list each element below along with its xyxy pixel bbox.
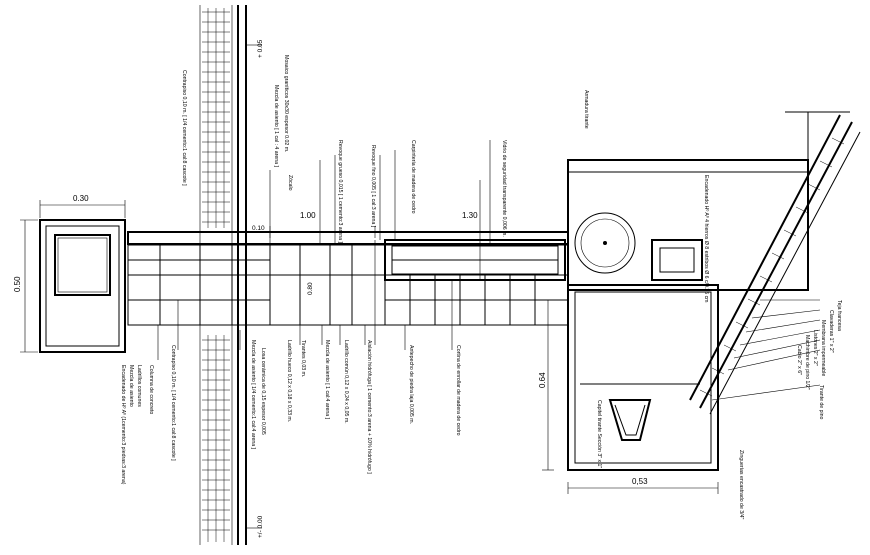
hatched-wall [199, 5, 262, 545]
roof-structure [567, 111, 861, 471]
window-frame [374, 180, 566, 345]
note-teja: Teja francesa [836, 300, 842, 331]
dim-064: 0.64 [538, 372, 547, 388]
note-zinguerias: Zinguerías encastrado de 3/4" [738, 450, 744, 519]
note-mezcla-bottom: Mezcla de asiento [ 1/4 cemento:1 cal:4 … [250, 340, 256, 450]
note-clavaderas: Clavaderas 1" x 2" [828, 310, 834, 353]
note-mezcla-wall: Mezcla de asiento [ 1 cal : 4 arena ] [273, 85, 279, 167]
note-ladrillos: Ladrillos comunes [136, 365, 142, 407]
dim-030: 0.30 [73, 194, 89, 203]
level-bottom: +/- 0.00 [257, 515, 264, 538]
note-mezcla-left: Mezcla de asiento [128, 365, 134, 407]
note-aislacion: Aislación hidrófuga [ 1 cemento:3 arena … [366, 340, 372, 474]
note-ladrillo-hueco: Ladrillo hueco 0,12 x 0,18 x 0,33 m. [286, 340, 292, 422]
note-cortina: Cortina de enrollar de madera de cedro [455, 345, 461, 436]
note-membrana: Membrana impermeable [820, 320, 826, 376]
leader-lines [157, 140, 821, 401]
note-encadenado-right: Encadenado Hº Aº 4 hierros Ø 8 estribos … [703, 175, 709, 303]
horizontal-dimensions [245, 226, 569, 238]
note-armadura: Armadura tirante [583, 90, 589, 129]
note-encadenado: Encadenado de Hº Aº (1cemento:3 piedras:… [120, 365, 126, 485]
dim-050: 0.50 [13, 276, 22, 292]
note-cabio: Cabio 2" x 6" [796, 345, 802, 375]
note-zocalo: Zócalo [287, 175, 293, 191]
note-revoque-fino: Revoque fino 0,005 [ 1 cal:3 arena ] [370, 145, 376, 228]
note-machimbre: Machimbre de pino 1/2" [804, 335, 810, 390]
note-capitel: Capitel tirante Sección 3" x 1" [596, 400, 602, 468]
note-mosaico: Mosaico graníticos 30x30 espesor 0.02 m. [283, 55, 289, 152]
note-carpinteria: Carpintería de madera de cedro [410, 140, 416, 214]
note-tirante-pino: Tirante de pino [818, 385, 824, 420]
dim-100: 1.00 [300, 211, 316, 220]
note-columna: Columna de concreto [148, 365, 154, 414]
note-revoque-grueso: Revoque grueso 0,015 [ 1 cemento:3 arena… [337, 140, 343, 244]
note-contrapiso-left: Contrapiso 0,10 m. [ 1/4 cemento:1 cal:8… [170, 345, 176, 461]
dim-010: 0.10 [252, 225, 265, 232]
horizontal-dimension-053 [567, 482, 719, 494]
note-antepecho: Antepecho de piedra laja 0,005 m. [408, 345, 414, 424]
dim-130: 1.30 [462, 211, 478, 220]
dim-053: 0,53 [632, 477, 648, 486]
note-tirantes: Tirantes 0,03 m. [300, 340, 306, 377]
dim-080: 0.80 [307, 282, 314, 295]
note-vidrio: Vidrio de seguridad transparente 0,006 m… [501, 140, 507, 237]
note-listones: Listones 2" x 2" [812, 330, 818, 366]
note-mezcla-cal: Mezcla de asiento [ 1 cal:4 arena ] [324, 340, 330, 420]
column-section [20, 200, 126, 353]
note-losa: Losa cerámica de 0,15 espesor 0,005 [260, 348, 266, 435]
note-ladrillo-comun: Ladrillo común 0,12 x 0,24 x 0,05 m. [343, 340, 349, 424]
level-top: + 0.05 [257, 39, 264, 58]
note-contrapiso-wall: Contrapiso 0,10 m. [ 1/4 cemento:1 cal:8… [181, 70, 187, 186]
vertical-dimension-064 [542, 299, 554, 471]
